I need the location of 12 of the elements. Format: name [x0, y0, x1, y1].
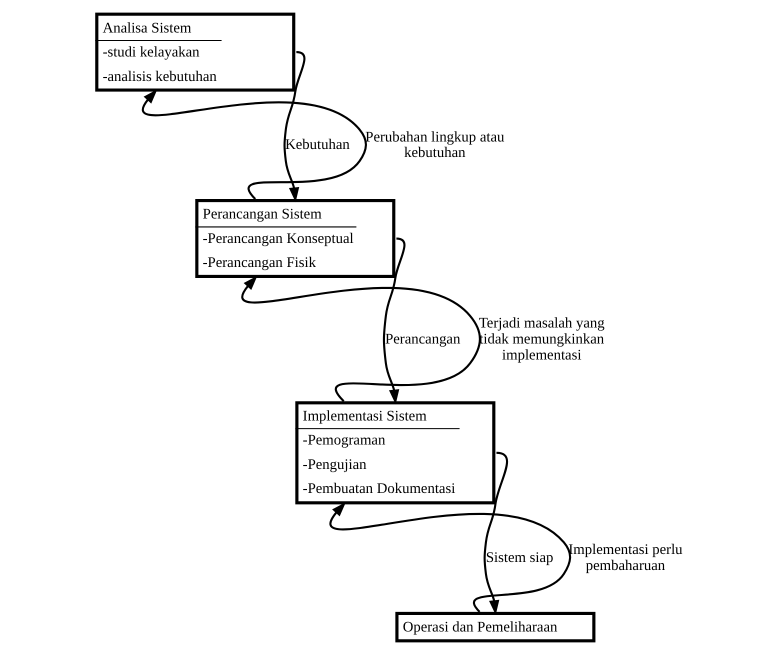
node-box: Operasi dan Pemeliharaan: [394, 612, 595, 642]
edge-label: Sistem siap: [485, 550, 553, 566]
arrow: [382, 237, 405, 404]
edge-label: Perubahan lingkup atau kebutuhan: [364, 129, 504, 162]
edge-label: Implementasi perlu pembaharuan: [568, 542, 682, 574]
edge-label: Perancangan: [384, 332, 460, 348]
arrow: [142, 89, 366, 200]
edge-label: Terjadi masalah yang tidak memungkinkan implementasi: [478, 316, 604, 364]
edge-label: Kebutuhan: [284, 137, 350, 154]
arrow: [329, 502, 571, 612]
arrow: [483, 452, 508, 615]
arrow: [242, 276, 480, 402]
